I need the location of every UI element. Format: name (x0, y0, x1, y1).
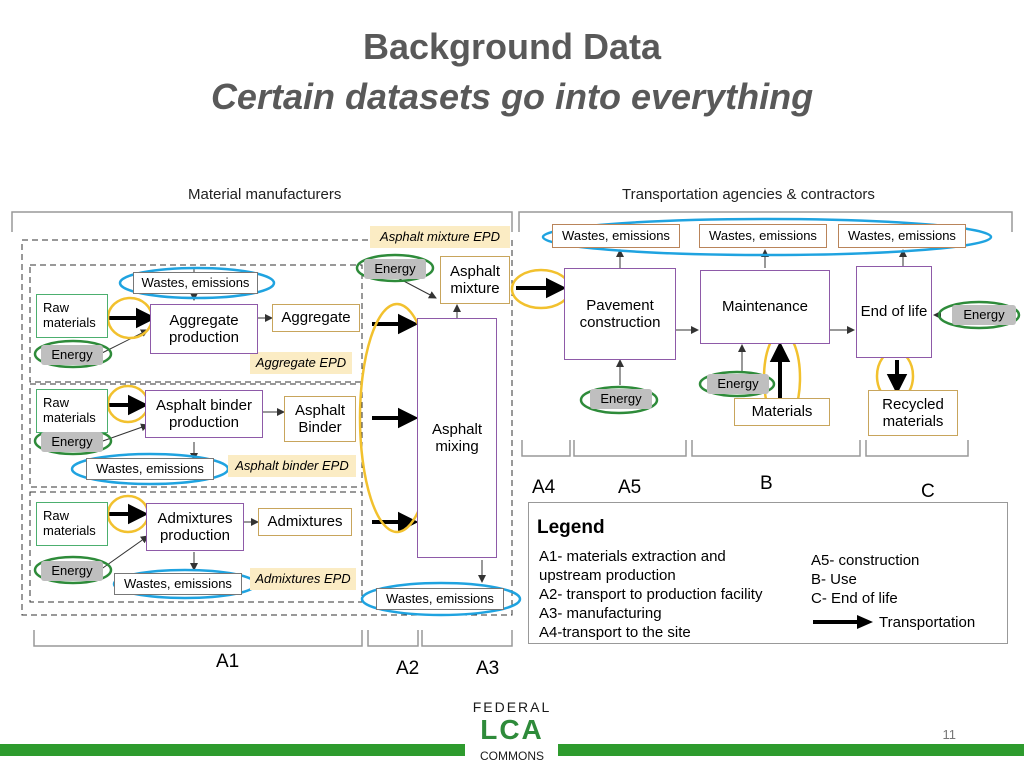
output-recycled-materials: Recycled materials (868, 390, 958, 436)
stage-label-a5: A5 (618, 477, 642, 498)
federal-lca-commons-logo: FEDERAL LCA COMMONS (466, 699, 558, 765)
product-aggregate: Aggregate (272, 304, 360, 332)
process-aggregate-production: Aggregate production (150, 304, 258, 354)
epd-label-asphalt-binder: Asphalt binder EPD (228, 455, 356, 477)
epd-label-admixtures: Admixtures EPD (250, 568, 356, 590)
stage-label-a2: A2 (396, 658, 420, 679)
input-materials: Materials (734, 398, 830, 426)
legend-item: A3- manufacturing (539, 605, 662, 622)
raw-materials-binder: Raw materials (36, 389, 108, 433)
wastes-emissions-aggregate: Wastes, emissions (133, 272, 258, 294)
slide-title: Background Data (362, 26, 662, 67)
wastes-emissions-maintenance: Wastes, emissions (699, 224, 827, 248)
process-pavement-construction: Pavement construction (564, 268, 676, 360)
energy-maintenance: Energy (707, 374, 769, 394)
process-end-of-life: End of life (856, 266, 932, 358)
stage-label-a3: A3 (476, 658, 500, 679)
wastes-emissions-construction: Wastes, emissions (552, 224, 680, 248)
wastes-emissions-binder: Wastes, emissions (86, 458, 214, 480)
logo-text-federal: FEDERAL (472, 699, 552, 715)
legend-item: A1- materials extraction and (539, 548, 726, 565)
wastes-emissions-admixtures: Wastes, emissions (114, 573, 242, 595)
legend: Legend A1- materials extraction and upst… (528, 502, 1008, 644)
legend-item: upstream production (539, 567, 676, 584)
legend-item: B- Use (811, 571, 857, 588)
product-admixtures: Admixtures (258, 508, 352, 536)
process-asphalt-mixing: Asphalt mixing (417, 318, 497, 558)
raw-materials-aggregate: Raw materials (36, 294, 108, 338)
energy-construction: Energy (590, 389, 652, 409)
energy-binder: Energy (41, 432, 103, 452)
wastes-emissions-mixing: Wastes, emissions (376, 588, 504, 610)
header-material-manufacturers: Material manufacturers (188, 186, 342, 203)
legend-item: A2- transport to production facility (539, 586, 763, 603)
stage-label-a1: A1 (216, 651, 240, 672)
energy-end-of-life: Energy (952, 305, 1016, 325)
legend-item: A5- construction (811, 552, 920, 569)
legend-item: C- End of life (811, 590, 898, 607)
legend-arrow-icon (813, 615, 873, 629)
header-transportation: Transportation agencies & contractors (622, 186, 875, 203)
product-asphalt-binder: Asphalt Binder (284, 396, 356, 442)
energy-aggregate: Energy (41, 345, 103, 365)
legend-title: Legend (537, 517, 605, 538)
logo-text-lca: LCA (480, 714, 544, 745)
epd-label-asphalt-mixture: Asphalt mixture EPD (370, 226, 510, 248)
stage-label-b: B (760, 473, 773, 494)
process-maintenance: Maintenance (700, 270, 830, 344)
epd-label-aggregate: Aggregate EPD (250, 352, 352, 374)
process-admixtures-production: Admixtures production (146, 503, 244, 551)
energy-asphalt-mixing: Energy (364, 259, 426, 279)
logo-text-commons: COMMONS (480, 749, 544, 763)
legend-transportation-label: Transportation (879, 614, 976, 631)
raw-materials-admixtures: Raw materials (36, 502, 108, 546)
stage-label-a4: A4 (532, 477, 556, 498)
energy-admixtures: Energy (41, 561, 103, 581)
process-asphalt-binder-production: Asphalt binder production (145, 390, 263, 438)
product-asphalt-mixture: Asphalt mixture (440, 256, 510, 304)
stage-label-c: C (921, 481, 935, 502)
legend-item: A4-transport to the site (539, 624, 691, 641)
slide-subtitle: Certain datasets go into everything (210, 76, 814, 117)
page-number: 11 (942, 727, 957, 742)
wastes-emissions-end-of-life: Wastes, emissions (838, 224, 966, 248)
